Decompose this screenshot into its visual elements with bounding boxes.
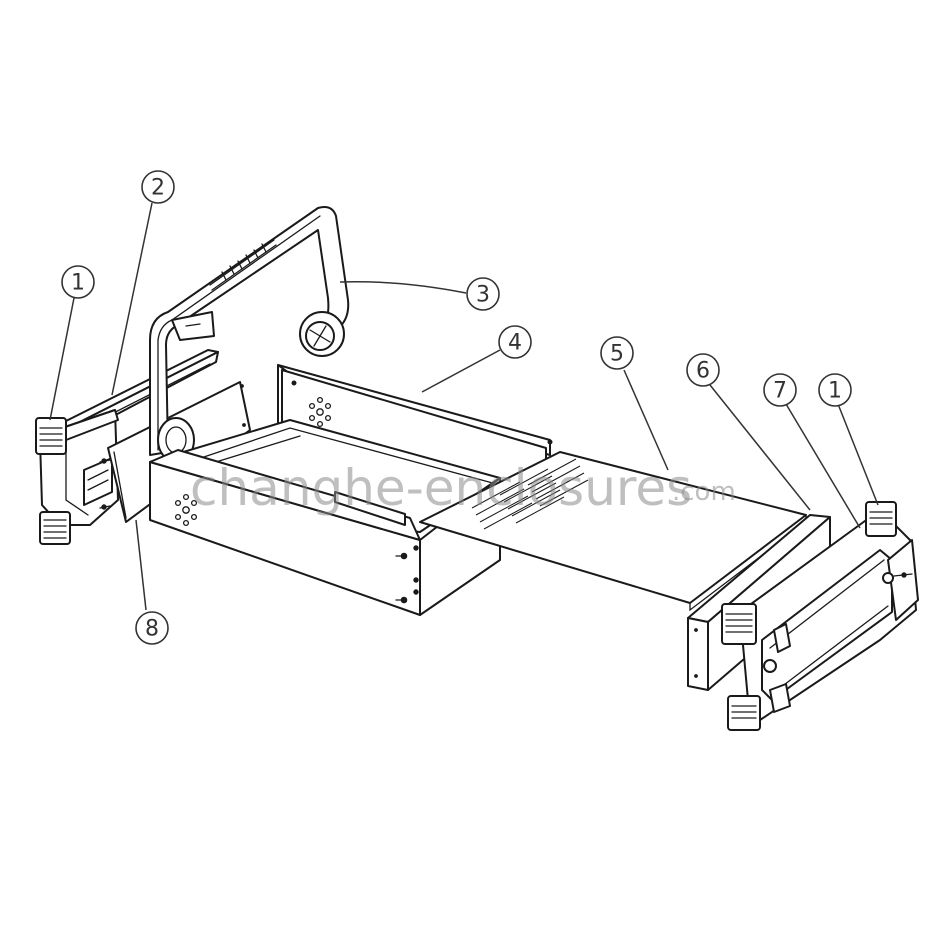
callout-6: 6	[686, 353, 720, 387]
callout-6-label: 6	[696, 359, 710, 384]
callout-3: 3	[466, 277, 500, 311]
right-top-foot	[865, 501, 897, 537]
top-cover-vent-slots	[471, 458, 589, 530]
right-lower-foot	[727, 695, 761, 731]
callout-7-label: 7	[773, 379, 787, 404]
watermark: changhe-enclosures .com	[190, 459, 736, 517]
right-end-frame	[739, 509, 919, 721]
rear-cover-vent-holes	[308, 396, 332, 428]
watermark-main-text: changhe-enclosures	[190, 459, 692, 517]
left-end-cap	[35, 409, 119, 545]
right-upper-foot	[721, 603, 757, 645]
callout-1-right: 1	[818, 373, 852, 407]
callout-7: 7	[763, 373, 797, 407]
callout-1-right-label: 1	[828, 379, 842, 404]
leader-lines	[49, 202, 879, 611]
callout-2: 2	[141, 170, 175, 204]
callout-1-left-label: 1	[71, 271, 85, 296]
handle-grip-ribs	[221, 243, 267, 281]
callout-5: 5	[600, 336, 634, 370]
left-screw-1	[99, 458, 111, 464]
handle-pivot-hub-right	[299, 311, 345, 357]
right-end-cap	[721, 501, 897, 731]
callout-8-label: 8	[145, 617, 159, 642]
watermark-suffix-text: .com	[672, 477, 736, 507]
callout-4-label: 4	[508, 331, 522, 356]
left-lower-foot	[39, 511, 71, 545]
callout-4: 4	[498, 325, 532, 359]
callout-3-label: 3	[476, 283, 490, 308]
left-upper-foot	[35, 417, 67, 455]
callout-5-label: 5	[610, 342, 624, 367]
callout-2-label: 2	[151, 176, 165, 201]
callout-1-left: 1	[61, 265, 95, 299]
left-screw-2	[99, 504, 111, 510]
top-cover-plate	[419, 451, 807, 612]
callout-8: 8	[135, 611, 169, 645]
handle-bracket	[171, 311, 215, 341]
chassis-vent-holes	[174, 493, 198, 527]
chassis-screws	[395, 545, 419, 604]
